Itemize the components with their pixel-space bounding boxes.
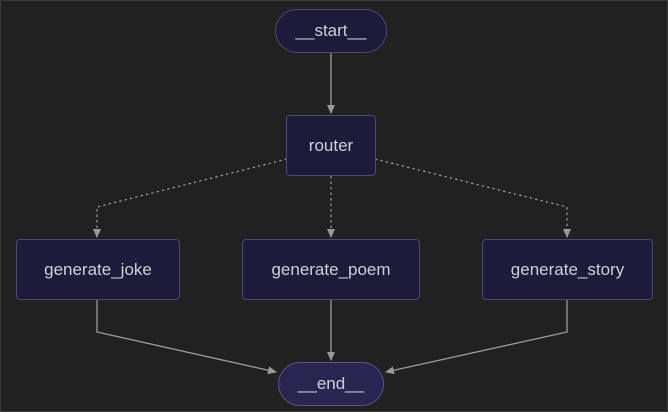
node-router[interactable]: router [286, 115, 376, 176]
node-generate-poem[interactable]: generate_poem [242, 239, 420, 300]
node-generate-poem-label: generate_poem [271, 259, 391, 279]
node-router-label: router [308, 135, 354, 155]
edge-joke-end [96, 300, 277, 375]
node-start[interactable]: __start__ [275, 9, 387, 53]
edge-router-joke [93, 158, 288, 238]
node-generate-story-label: generate_story [510, 259, 625, 279]
edge-router-story [374, 158, 571, 238]
node-end[interactable]: __end__ [278, 362, 384, 406]
node-generate-joke[interactable]: generate_joke [16, 239, 180, 300]
node-start-label: __start__ [295, 21, 367, 40]
node-generate-joke-label: generate_joke [44, 259, 152, 279]
node-end-label: __end__ [297, 374, 365, 393]
node-generate-story[interactable]: generate_story [482, 239, 653, 300]
edge-story-end [385, 300, 568, 375]
